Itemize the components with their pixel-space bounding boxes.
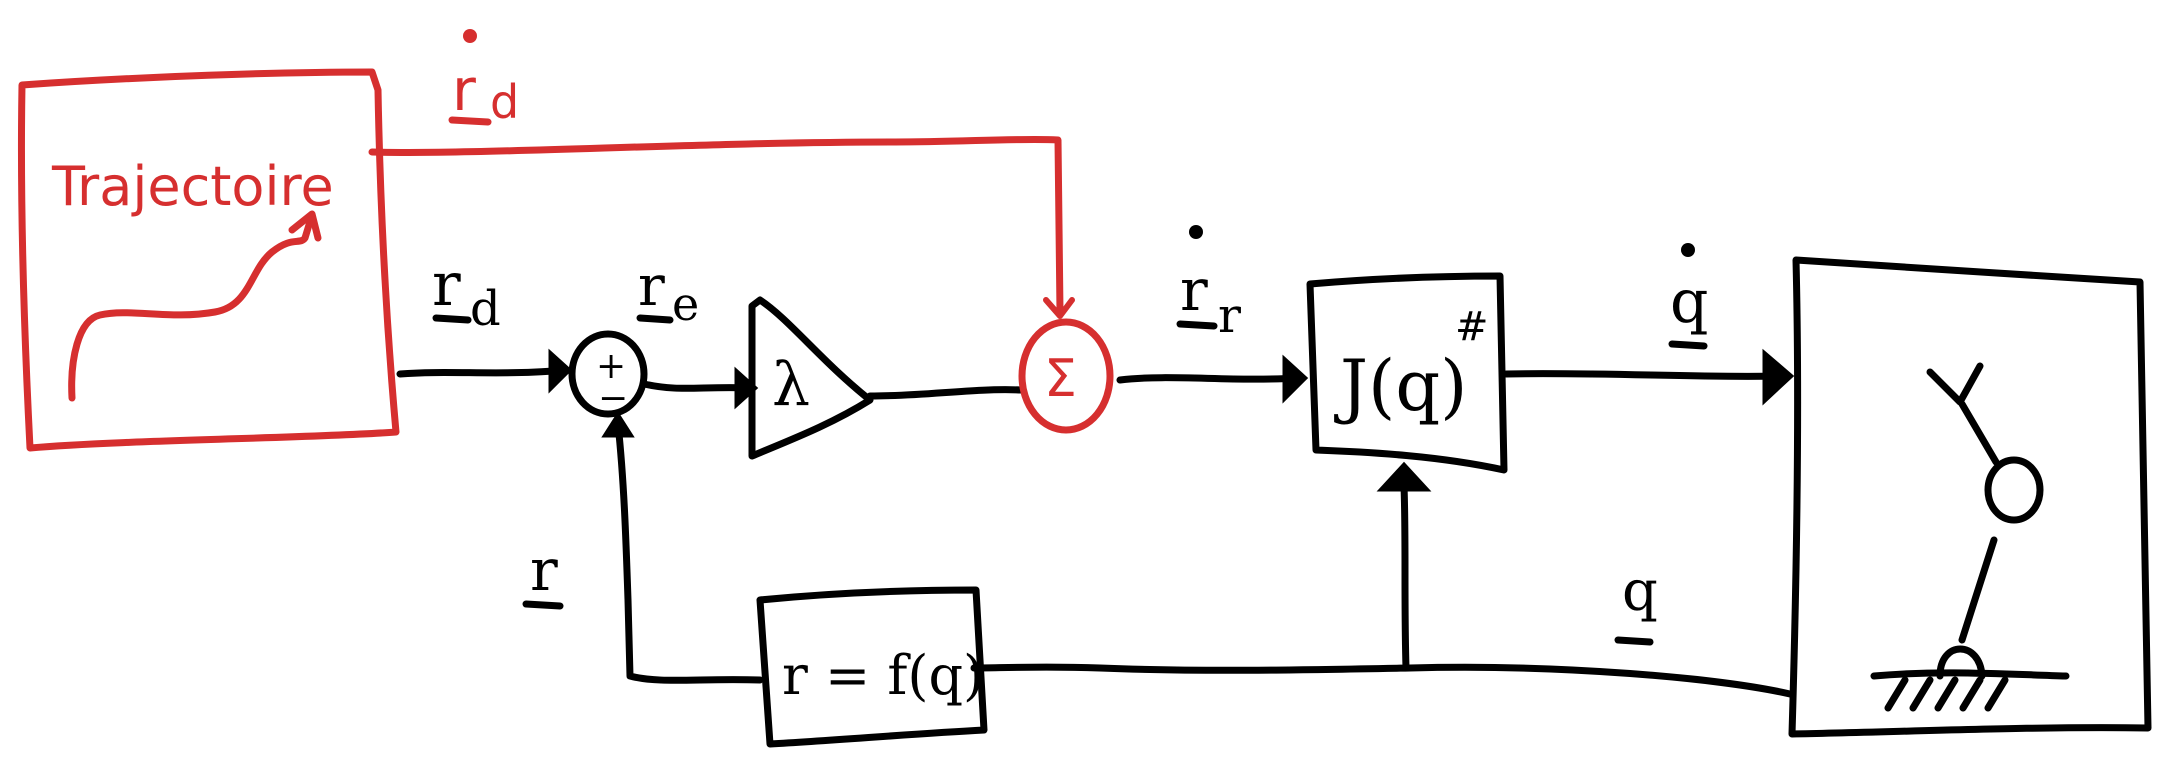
rd-dot-symbol: r [452, 56, 476, 124]
re-arrow [734, 366, 759, 410]
q-dot-symbol: q [1670, 267, 1708, 337]
trajectory-block: Trajectoire [17, 68, 400, 452]
red-sum-node: Σ [1018, 318, 1114, 434]
minus-sign: − [598, 378, 628, 419]
kinematics-label: r = f(q) [782, 644, 984, 707]
vector-underline [1668, 340, 1708, 350]
vector-underline [522, 600, 564, 610]
jacobian-block: J(q) # [1306, 272, 1508, 474]
q-feedback-line [970, 663, 1794, 698]
vector-underline [432, 314, 472, 324]
vector-underline [448, 116, 492, 126]
q-symbol: q [1622, 559, 1658, 624]
re-subscript: e [672, 277, 699, 331]
q-label: q [1614, 559, 1658, 646]
q-to-jacobian-line [1400, 482, 1410, 672]
rd-line [396, 366, 570, 378]
q-dot-line [1502, 370, 1784, 380]
trajectory-label: Trajectoire [51, 155, 334, 218]
rr-dot-symbol: r [1180, 256, 1208, 324]
jacobian-superscript: # [1455, 304, 1489, 350]
robot-arm-icon [1870, 362, 2070, 712]
kinematics-block: r = f(q) [756, 586, 988, 748]
robot-block [1788, 256, 2152, 738]
gain-output-line [866, 386, 1026, 400]
rd-dot-label: r d [448, 29, 519, 129]
rd-dot-subscript: d [490, 75, 519, 129]
rd-symbol: r [432, 250, 461, 320]
rr-dot-arrow [1282, 354, 1309, 404]
r-feedback-line [614, 420, 764, 684]
q-dot-arrow [1762, 348, 1795, 406]
rr-dot-line [1116, 374, 1304, 384]
re-label: r e [636, 254, 699, 331]
gain-label: λ [772, 350, 810, 420]
jacobian-label: J(q) [1334, 345, 1468, 427]
vector-underline [636, 314, 674, 324]
q-to-jacobian-arrow [1376, 461, 1432, 492]
r-feedback-arrow [601, 411, 635, 438]
sum-node: + − [568, 330, 648, 419]
gain-block: λ [748, 296, 874, 460]
r-label: r [522, 536, 564, 610]
re-symbol: r [638, 254, 665, 319]
dot-mark [1681, 243, 1695, 257]
rd-dot-line [368, 135, 1064, 316]
rd-label: r d [432, 250, 501, 337]
vector-underline [1176, 320, 1218, 330]
rd-dot-arrow [1043, 297, 1075, 319]
trajectory-curve-icon [68, 211, 316, 402]
rd-arrow [548, 348, 573, 394]
r-symbol: r [530, 536, 558, 604]
dot-mark [1189, 225, 1203, 239]
dot-mark [463, 29, 477, 43]
vector-underline [1614, 636, 1654, 646]
rr-dot-subscript: r [1218, 288, 1241, 344]
sigma-label: Σ [1044, 349, 1077, 409]
rr-dot-label: r r [1176, 225, 1241, 344]
q-dot-label: q [1668, 243, 1708, 350]
trajectory-arrow-icon [288, 210, 322, 242]
plus-sign: + [596, 346, 626, 387]
rd-subscript: d [470, 281, 501, 337]
